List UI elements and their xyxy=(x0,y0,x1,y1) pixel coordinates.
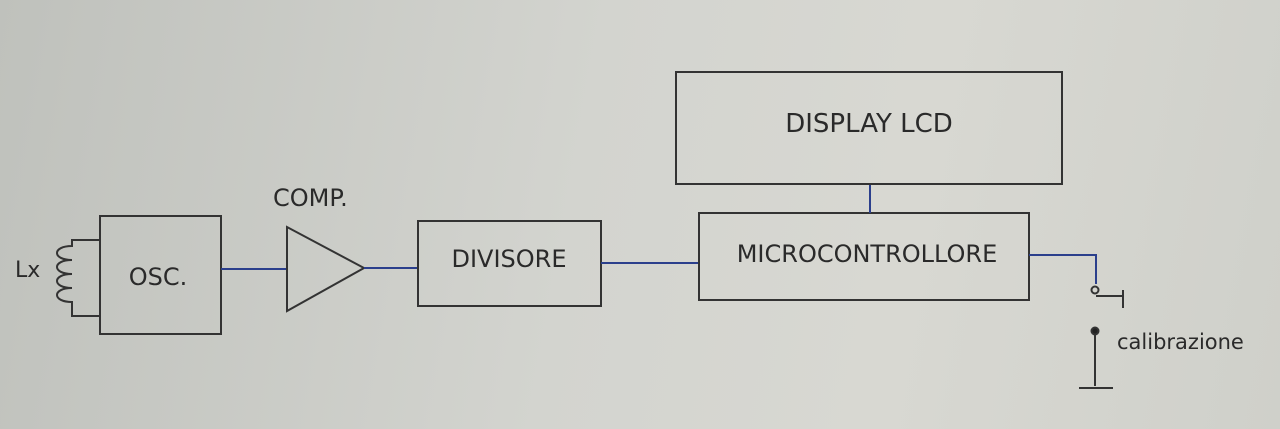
oscillator-block xyxy=(99,215,222,335)
divider-label: DIVISORE xyxy=(451,245,566,273)
calibration-switch xyxy=(1079,285,1124,389)
inductor-lx xyxy=(56,239,100,317)
comparator-label: COMP. xyxy=(273,184,348,212)
display-block xyxy=(675,71,1063,185)
comparator-triangle xyxy=(286,225,367,313)
calibration-label: calibrazione xyxy=(1117,330,1244,354)
display-label: DISPLAY LCD xyxy=(785,109,953,139)
microcontroller-block xyxy=(698,212,1030,301)
inductor-label: Lx xyxy=(15,258,40,283)
microcontroller-label: MICROCONTROLLORE xyxy=(737,240,998,268)
oscillator-label: OSC. xyxy=(129,263,188,291)
wire-micro-switch xyxy=(1029,254,1097,284)
